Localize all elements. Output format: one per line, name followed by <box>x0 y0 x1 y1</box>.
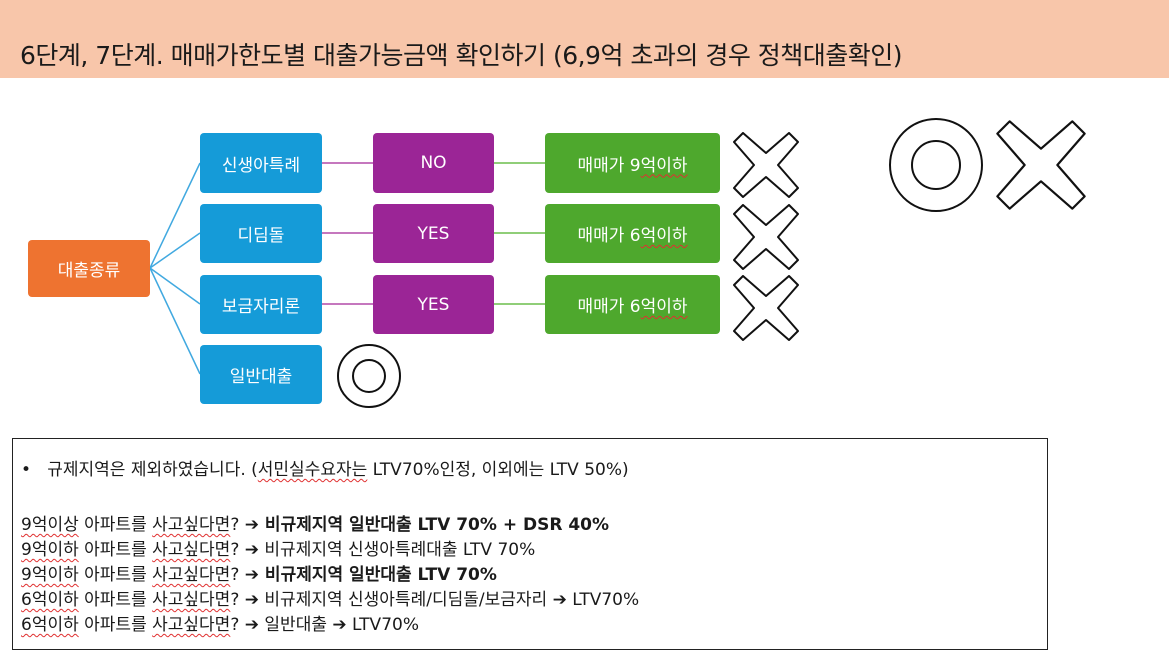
x-icon <box>733 132 799 198</box>
x-icon <box>733 275 799 341</box>
o-icon <box>889 118 983 212</box>
x-icon <box>733 204 799 270</box>
root-node-loan-types: 대출종류 <box>28 240 150 297</box>
info-line: 9억이하 아파트를 사고싶다면? ➔ 비규제지역 일반대출 LTV 70% <box>21 565 497 585</box>
note-line: • 규제지역은 제외하였습니다. (서민실수요자는 LTV70%인정, 이외에는… <box>21 460 629 480</box>
o-icon <box>337 344 401 408</box>
limit-node-label: 매매가 6억이하 <box>577 226 688 246</box>
info-line: 6억이하 아파트를 사고싶다면? ➔ 비규제지역 신생아특례/디딤돌/보금자리 … <box>21 590 640 610</box>
loan-node-label: 일반대출 <box>229 367 293 387</box>
loan-node-label: 디딤돌 <box>237 226 285 246</box>
page-title: 6단계, 7단계. 매매가한도별 대출가능금액 확인하기 (6,9억 초과의 경… <box>20 41 903 70</box>
info-line: 9억이상 아파트를 사고싶다면? ➔ 비규제지역 일반대출 LTV 70% + … <box>21 515 610 535</box>
limit-node-6eok: 매매가 6억이하 <box>545 275 720 334</box>
loan-node-bogeumjari: 보금자리론 <box>200 275 322 334</box>
info-line: 6억이하 아파트를 사고싶다면? ➔ 일반대출 ➔ LTV70% <box>21 615 419 635</box>
loan-node-didimdol: 디딤돌 <box>200 204 322 263</box>
limit-node-6eok: 매매가 6억이하 <box>545 204 720 263</box>
info-box: • 규제지역은 제외하였습니다. (서민실수요자는 LTV70%인정, 이외에는… <box>12 438 1048 650</box>
info-line: 9억이하 아파트를 사고싶다면? ➔ 비규제지역 신생아특례대출 LTV 70% <box>21 540 536 560</box>
root-node-label: 대출종류 <box>57 261 121 281</box>
answer-node-no: NO <box>373 133 494 193</box>
loan-node-label: 신생아특례 <box>221 155 301 176</box>
limit-node-label: 매매가 9억이하 <box>577 155 688 176</box>
answer-node-label: YES <box>417 223 450 244</box>
answer-node-yes: YES <box>373 275 494 334</box>
limit-node-9eok: 매매가 9억이하 <box>545 133 720 193</box>
loan-node-general: 일반대출 <box>200 345 322 404</box>
limit-node-label: 매매가 6억이하 <box>577 297 688 317</box>
header-bar: 6단계, 7단계. 매매가한도별 대출가능금액 확인하기 (6,9억 초과의 경… <box>0 0 1169 78</box>
x-icon <box>996 120 1086 210</box>
loan-node-newborn-special: 신생아특례 <box>200 133 322 193</box>
answer-node-label: NO <box>420 153 447 173</box>
answer-node-label: YES <box>417 294 450 315</box>
answer-node-yes: YES <box>373 204 494 263</box>
loan-node-label: 보금자리론 <box>221 297 301 317</box>
